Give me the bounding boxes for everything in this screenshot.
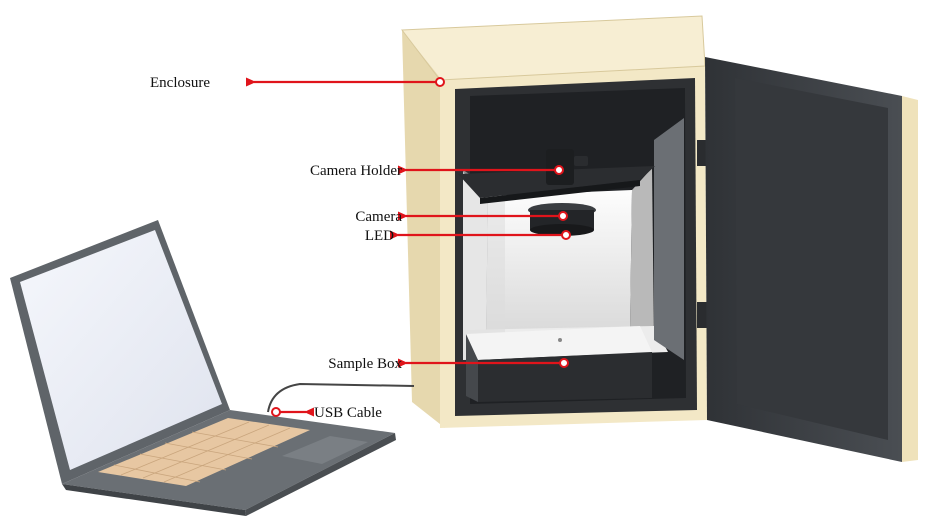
callout-dots bbox=[271, 77, 571, 417]
right-reflector bbox=[654, 118, 684, 360]
led-dot bbox=[561, 230, 571, 240]
camera-dot bbox=[558, 211, 568, 221]
hinge-bottom bbox=[697, 302, 707, 328]
sample-box-top bbox=[466, 326, 652, 360]
usb-cable bbox=[267, 382, 415, 413]
light-chamber bbox=[486, 190, 632, 336]
holder-knob bbox=[574, 156, 588, 166]
holder-shelf-edge bbox=[480, 180, 640, 204]
callout-arrows bbox=[246, 77, 564, 417]
laptop-base-right bbox=[245, 433, 396, 516]
laptop-screen bbox=[20, 230, 222, 470]
sample-box-label: Sample Box bbox=[328, 356, 402, 372]
sample-box-front bbox=[478, 352, 652, 402]
led-label: LED bbox=[365, 228, 394, 244]
usb-cable-label: USB Cable bbox=[314, 405, 382, 421]
chamber-right-wall bbox=[630, 168, 654, 340]
door-inner-panel bbox=[735, 78, 888, 440]
laptop-base-edge bbox=[62, 484, 246, 516]
sample-box-dot bbox=[558, 338, 562, 342]
enclosure-side bbox=[402, 30, 445, 428]
sample-box-side bbox=[466, 334, 478, 402]
enclosure-top bbox=[402, 16, 705, 84]
camera-label: Camera bbox=[355, 209, 402, 225]
camera-holder-label: Camera Holder bbox=[310, 163, 402, 179]
enclosure-dot bbox=[435, 77, 445, 87]
laptop bbox=[10, 220, 396, 516]
laptop-trackpad bbox=[282, 436, 368, 464]
left-reflector bbox=[463, 170, 505, 360]
camera-lens-base bbox=[530, 224, 594, 236]
enclosure-label: Enclosure bbox=[150, 75, 210, 91]
enclosure-rim bbox=[401, 15, 706, 81]
sample-box-dot-callout bbox=[559, 358, 569, 368]
usb-cable-dot bbox=[271, 407, 281, 417]
keyboard-key-grid bbox=[113, 421, 291, 483]
enclosure-door bbox=[697, 57, 918, 462]
hinge-top bbox=[697, 140, 707, 166]
sample-box-unit bbox=[466, 326, 652, 402]
camera-holder-dot bbox=[554, 165, 564, 175]
door-edge bbox=[902, 96, 918, 462]
